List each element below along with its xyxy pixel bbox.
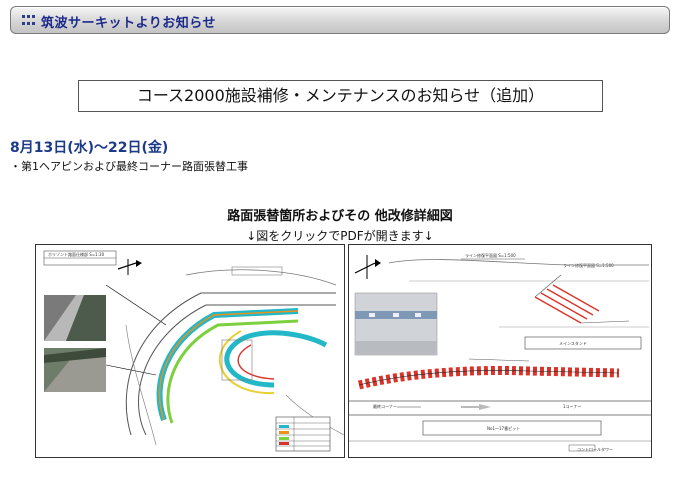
main-stand-label: メインスタンド xyxy=(559,340,587,346)
right-plan-drawing: ライン修復平面図 S=1:500 ライン修復平面図 S=1:500 メインスタン… xyxy=(349,252,651,452)
schedule-date: 8月13日(水)～22日(金) xyxy=(10,140,169,156)
pdf-hint: ↓図をクリックでPDFが開きます↓ xyxy=(246,229,434,243)
right-plan-drawing-link[interactable]: ライン修復平面図 S=1:500 ライン修復平面図 S=1:500 メインスタン… xyxy=(348,244,652,458)
corner-1-label: 1コーナー xyxy=(563,403,582,409)
grid-dots-icon xyxy=(22,15,36,26)
header-title: 筑波サーキットよりお知らせ xyxy=(41,16,216,31)
left-plan-drawing: ホリゾント路面仕様部 S=1:30 xyxy=(43,250,344,452)
schedule-work: ・第1ヘアピンおよび最終コーナー路面張替工事 xyxy=(10,160,248,173)
left-caption: ホリゾント路面仕様部 S=1:30 xyxy=(48,251,105,257)
left-plan-drawing-link[interactable]: ホリゾント路面仕様部 S=1:30 xyxy=(35,244,345,458)
final-corner-label: 最終コーナー xyxy=(373,403,397,409)
pit-label: No1～17番ピット xyxy=(487,425,520,431)
notice-title: コース2000施設補修・メンテナンスのお知らせ（追加） xyxy=(78,80,603,112)
figure-title: 路面張替箇所およびその 他改修詳細図 xyxy=(227,209,453,224)
header-bar: 筑波サーキットよりお知らせ xyxy=(10,6,670,34)
line-plan-label: ライン修復平面図 S=1:500 xyxy=(465,252,516,258)
